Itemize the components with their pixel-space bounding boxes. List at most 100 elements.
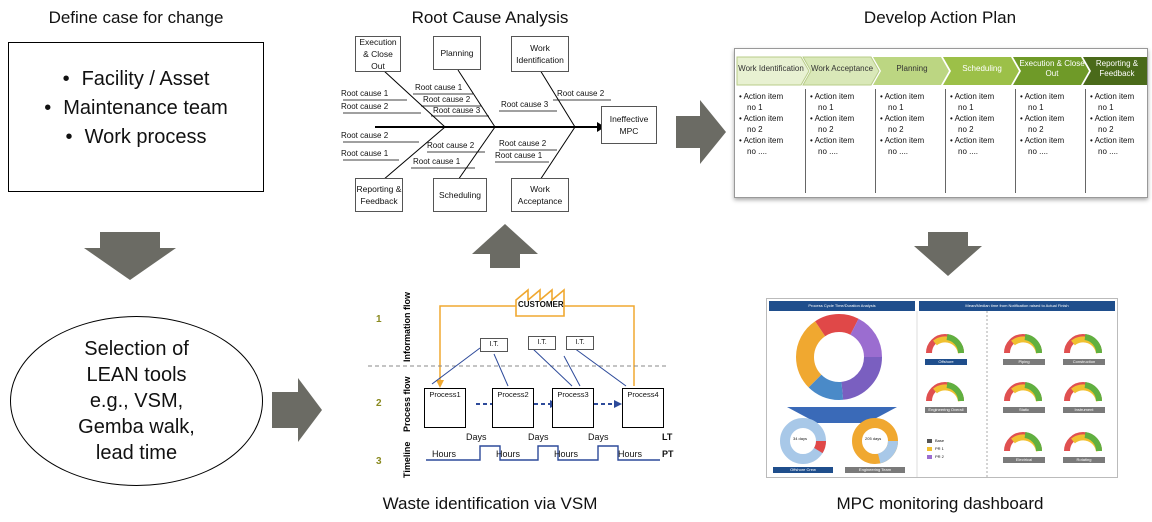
root-cause-label: Root cause 3: [501, 100, 549, 109]
lean-line: e.g., VSM,: [89, 390, 184, 412]
category-planning: Planning: [433, 36, 481, 70]
row-number: 2: [376, 398, 382, 409]
dash-left-title: Process Cycle Time/Duration Analysis: [769, 301, 915, 311]
lean-line: LEAN tools: [86, 364, 187, 386]
days-label: Days: [528, 432, 549, 442]
gauge-icon: [1064, 382, 1103, 402]
root-cause-label: Root cause 2: [341, 102, 389, 111]
dash-right-title: Mean/Median time from Notification raise…: [919, 301, 1115, 311]
row-number: 3: [376, 456, 382, 467]
root-cause-label: Root cause 2: [427, 141, 475, 150]
process-flow-label: Process flow: [402, 375, 412, 432]
define-case-title: Define case for change: [48, 8, 224, 27]
phase-work-acceptance: Work Acceptance: [810, 64, 874, 73]
case-item: Maintenance team: [9, 94, 263, 123]
customer-factory-icon: [515, 288, 565, 317]
gauge-label: Instrument: [1074, 407, 1094, 412]
case-item: Facility / Asset: [9, 65, 263, 94]
arrow-right-icon: [272, 378, 322, 442]
gauge-label: Piping: [1018, 359, 1030, 364]
dashboard-title: MPC monitoring dashboard: [836, 494, 1044, 513]
gauge-icon: [1064, 432, 1103, 452]
process-box: Process3: [552, 388, 594, 428]
case-for-change-box: Facility / Asset Maintenance team Work p…: [8, 42, 264, 192]
row-number: 1: [376, 314, 382, 325]
process-box: Process2: [492, 388, 534, 428]
mpc-dashboard: Process Cycle Time/Duration Analysis Mea…: [766, 298, 1118, 478]
root-cause-label: Root cause 2: [557, 89, 605, 98]
legend-item: Base: [935, 438, 945, 443]
donut-label: Engineering Team: [858, 467, 892, 472]
root-cause-label: Root cause 1: [341, 89, 389, 98]
action-plan-table: Work Identification Work Acceptance Plan…: [734, 48, 1148, 198]
process-box: Process4: [622, 388, 664, 428]
arrow-down-icon: [84, 232, 176, 280]
gauge-icon: [926, 334, 965, 354]
effect-ineffective-mpc: Ineffective MPC: [601, 106, 657, 144]
donut-value: 205 days: [865, 436, 882, 441]
gauge-label: Offshore: [938, 359, 954, 364]
hours-label: Hours: [618, 449, 643, 459]
phase-scheduling: Scheduling: [962, 64, 1002, 73]
gauge-icon: [926, 382, 965, 402]
gauge-icon: [1004, 382, 1043, 402]
phase-planning: Planning: [896, 64, 928, 73]
customer-label: CUSTOMER: [518, 300, 564, 309]
gauge-label: Construction: [1072, 359, 1096, 364]
category-reporting-feedback: Reporting & Feedback: [355, 178, 403, 212]
hours-label: Hours: [496, 449, 521, 459]
lean-line: Gemba walk,: [78, 416, 195, 438]
lean-line: Selection of: [84, 338, 189, 360]
phase-chevrons: [736, 56, 1147, 86]
it-box: I.T.: [480, 338, 508, 352]
fishbone-diagram: Execution & Close Out Planning Work Iden…: [335, 30, 665, 220]
hours-label: Hours: [554, 449, 579, 459]
root-cause-label: Root cause 2: [341, 131, 389, 140]
lean-line: lead time: [95, 442, 178, 464]
pt-label: PT: [662, 449, 674, 459]
root-cause-label: Root cause 2: [499, 139, 547, 148]
category-work-acceptance: Work Acceptance: [511, 178, 569, 212]
vsm-title: Waste identification via VSM: [382, 494, 598, 513]
root-cause-label: Root cause 1: [413, 157, 461, 166]
phase-work-identification: Work Identification: [738, 64, 804, 73]
category-execution-closeout: Execution & Close Out: [355, 36, 401, 72]
gauge-icon: [1004, 432, 1043, 452]
action-plan-title: Develop Action Plan: [863, 8, 1017, 27]
category-scheduling: Scheduling: [433, 178, 487, 212]
days-label: Days: [466, 432, 487, 442]
information-flow-label: Information flow: [402, 291, 412, 362]
dashboard-graphics: [773, 311, 1105, 477]
days-label: Days: [588, 432, 609, 442]
root-cause-label: Root cause 1: [341, 149, 389, 158]
gauge-label: Static: [1018, 407, 1029, 412]
gauge-icon: [1064, 334, 1103, 354]
arrow-down-icon: [914, 232, 982, 276]
root-cause-label: Root cause 3: [433, 106, 481, 115]
donut-value: 34 days: [793, 436, 808, 441]
phase-execution-closeout: Execution & Close Out: [1019, 59, 1085, 78]
gauge-label: Engineering Overall: [928, 407, 964, 412]
it-box: I.T.: [566, 336, 594, 350]
process-box: Process1: [424, 388, 466, 428]
lt-label: LT: [662, 432, 673, 442]
arrow-up-icon: [472, 224, 538, 268]
gauge-icon: [1004, 334, 1043, 354]
arrow-right-icon: [676, 100, 726, 164]
hours-label: Hours: [432, 449, 457, 459]
case-list: Facility / Asset Maintenance team Work p…: [9, 65, 263, 152]
case-item: Work process: [9, 123, 263, 152]
it-box: I.T.: [528, 336, 556, 350]
donut-label: Offshore Crew: [790, 467, 816, 472]
root-cause-label: Root cause 1: [415, 83, 463, 92]
lean-tools-oval: Selection of LEAN tools e.g., VSM, Gemba…: [10, 316, 263, 486]
timeline-label: Timeline: [402, 442, 412, 478]
legend-item: PR 1: [935, 446, 944, 451]
rca-title: Root Cause Analysis: [411, 8, 569, 27]
phase-reporting-feedback: Reporting & Feedback: [1095, 59, 1139, 78]
